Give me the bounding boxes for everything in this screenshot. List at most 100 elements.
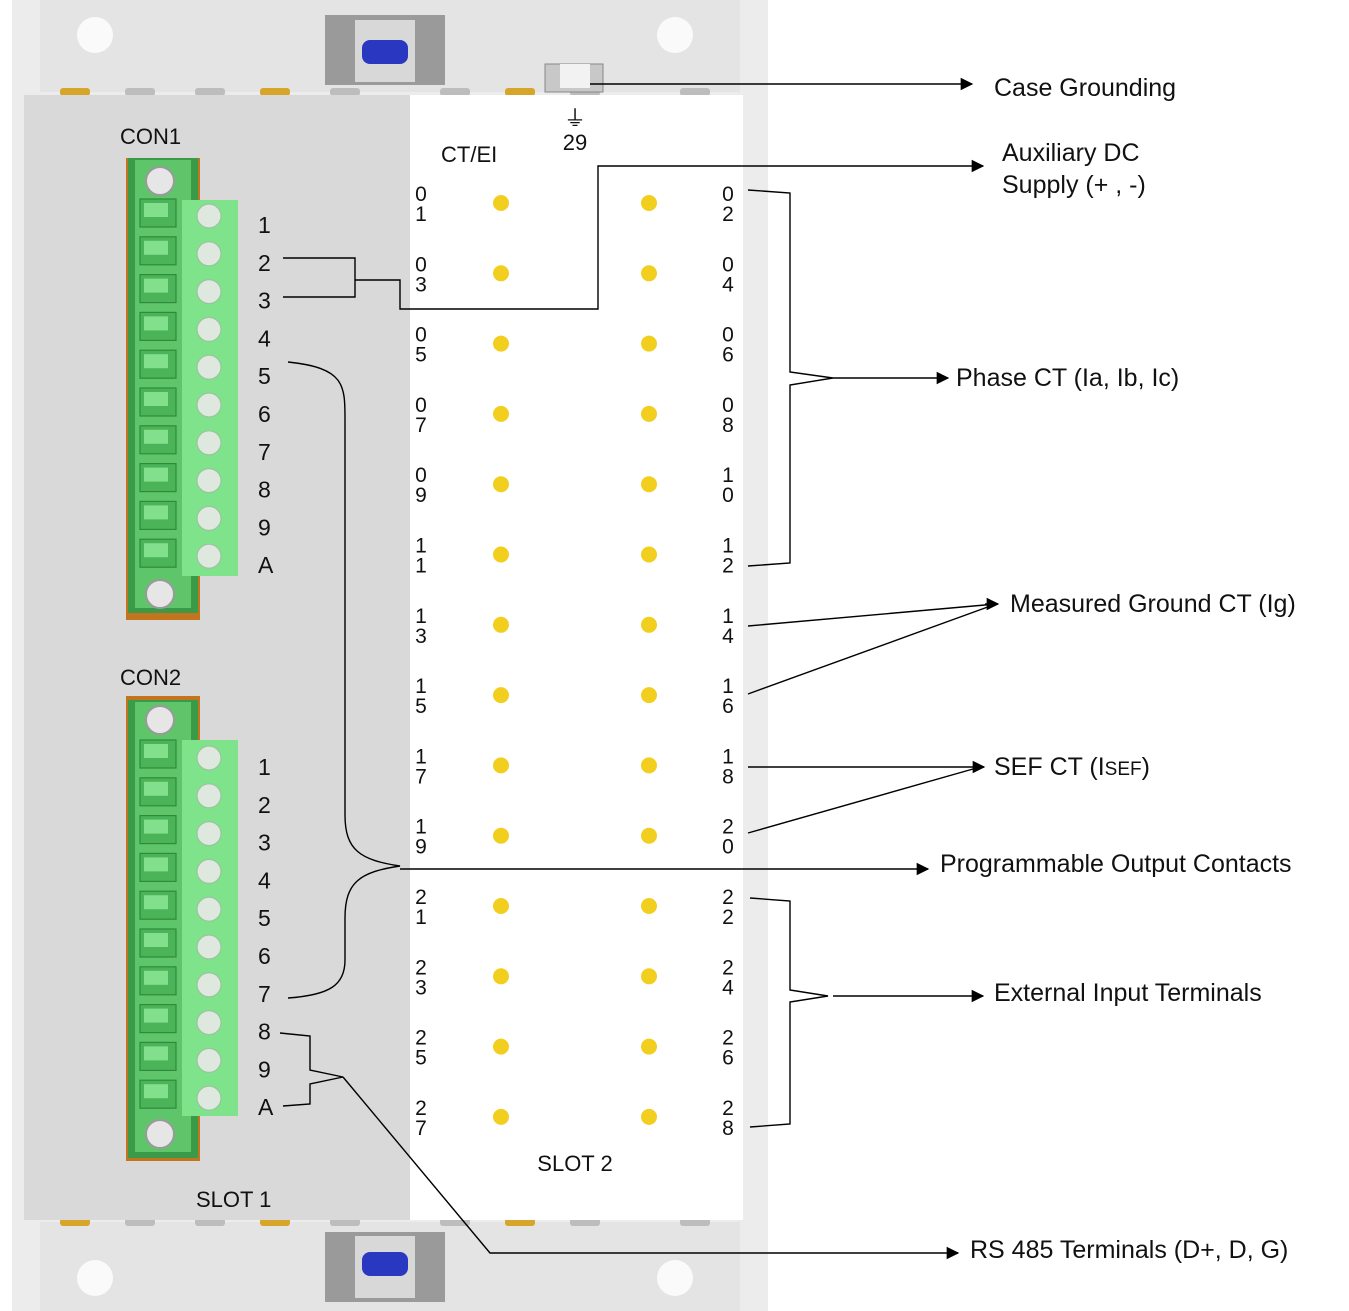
pin-label: 2: [258, 250, 271, 276]
connector-terminal: [196, 934, 222, 960]
pin-label: 5: [258, 905, 271, 931]
pin-label: A: [258, 1094, 274, 1120]
terminal-number-digit: 0: [415, 324, 427, 347]
connector-screw-head: [144, 505, 168, 520]
terminal-number-digit: 4: [722, 625, 734, 648]
terminal-number-digit: 0: [415, 183, 427, 206]
callout-programmable-output: Programmable Output Contacts: [940, 850, 1292, 878]
slot2-terminal-right: [641, 265, 657, 282]
connector-terminal: [196, 1085, 222, 1111]
mount-hole-top-left: [77, 17, 113, 53]
slot2-terminals: 0102030405060708091011121314151617181920…: [415, 183, 734, 1140]
screw: [440, 88, 470, 96]
pin-label: 6: [258, 401, 271, 427]
pin-label: 7: [258, 439, 271, 465]
terminal-number-digit: 4: [722, 976, 734, 999]
terminal-number-digit: 1: [722, 675, 734, 698]
terminal-number-digit: 1: [415, 816, 427, 839]
ground-terminal-number: 29: [563, 130, 587, 155]
terminal-number-digit: 3: [415, 976, 427, 999]
connector-terminal: [196, 820, 222, 847]
terminal-number-digit: 2: [722, 816, 734, 839]
slot2-header: CT/EI: [441, 142, 497, 167]
pin-label: 5: [258, 363, 271, 389]
slot2-terminal-right: [641, 827, 657, 844]
terminal-number-digit: 8: [722, 414, 734, 437]
terminal-number-digit: 1: [415, 555, 427, 578]
slot2-terminal-right: [641, 476, 657, 493]
terminal-number-digit: 5: [415, 344, 427, 367]
terminal-number-digit: 0: [722, 183, 734, 206]
pin-label: A: [258, 552, 274, 578]
terminal-number-digit: 7: [415, 765, 427, 788]
connector-screw-head: [144, 1084, 168, 1099]
slot2-terminal-right: [641, 335, 657, 352]
terminal-number-digit: 2: [722, 906, 734, 929]
ground-symbol-icon: ⏚: [564, 106, 586, 131]
terminal-number-digit: 6: [722, 695, 734, 718]
ground-ct-leader-b: [747, 603, 997, 695]
pin-label: 1: [258, 754, 271, 780]
slot2-label: SLOT 2: [537, 1151, 612, 1176]
pin-label: 7: [258, 981, 271, 1007]
terminal-number-digit: 0: [722, 253, 734, 276]
terminal-number-digit: 1: [722, 605, 734, 628]
slot2-terminal-right: [641, 546, 657, 563]
external-input-bracket: [749, 897, 829, 1128]
connector-terminal: [196, 430, 222, 456]
terminal-number-digit: 0: [722, 484, 734, 507]
connector-terminal: [196, 1047, 222, 1074]
screw: [505, 88, 535, 96]
callout-rs485: RS 485 Terminals (D+, D, G): [970, 1236, 1288, 1264]
slot2-terminal-left: [493, 1108, 509, 1125]
con2-label: CON2: [120, 665, 181, 690]
connector-screw-head: [144, 316, 168, 331]
callout-aux-dc-line2: Supply (+ , -): [1002, 171, 1146, 199]
slot1-label: SLOT 1: [196, 1187, 271, 1212]
connector-screw-head: [144, 895, 168, 910]
connector-screw-head: [144, 392, 168, 406]
con1-connector: [126, 158, 238, 620]
terminal-number-digit: 2: [415, 956, 427, 979]
connector-terminal: [196, 972, 222, 998]
aux-dc-bracket: [283, 257, 356, 298]
slot2-terminal-left: [493, 757, 509, 774]
slot2-terminal-left: [493, 405, 509, 422]
connector-screw-head: [144, 278, 168, 293]
slot2-terminal-right: [641, 195, 657, 211]
terminal-number-digit: 1: [415, 745, 427, 768]
terminal-number-digit: 1: [415, 535, 427, 558]
screw: [125, 88, 155, 96]
terminal-number-digit: 5: [415, 695, 427, 718]
connector-screw-head: [144, 970, 168, 985]
pin-label: 3: [258, 288, 271, 314]
con1-label: CON1: [120, 124, 181, 149]
connector-screw-head: [144, 781, 168, 796]
terminal-number-digit: 2: [722, 1027, 734, 1050]
slot2-terminal-right: [641, 405, 657, 422]
terminal-number-digit: 9: [415, 836, 427, 859]
connector-terminal: [196, 745, 222, 771]
connector-terminal: [196, 858, 222, 885]
terminal-number-digit: 2: [722, 203, 734, 226]
top-latch: [325, 15, 445, 85]
terminal-number-digit: 2: [722, 555, 734, 578]
pin-label: 9: [258, 514, 271, 540]
slot2-terminal-left: [493, 827, 509, 844]
connector-screw-head: [144, 429, 168, 444]
terminal-number-digit: 1: [722, 464, 734, 487]
pin-label: 6: [258, 943, 271, 969]
terminal-number-digit: 1: [722, 745, 734, 768]
slot2-terminal-right: [641, 687, 657, 704]
connector-screw-head: [144, 857, 168, 872]
rs485-leader: [342, 1076, 960, 1260]
programmable-output-brace: [287, 361, 401, 999]
connector-screw-head: [144, 467, 168, 482]
terminal-number-digit: 7: [415, 1117, 427, 1140]
slot2-terminal-right: [641, 757, 657, 774]
terminal-number-digit: 4: [722, 273, 734, 296]
slot2-terminal-left: [493, 1038, 509, 1055]
terminal-number-digit: 2: [415, 1097, 427, 1120]
